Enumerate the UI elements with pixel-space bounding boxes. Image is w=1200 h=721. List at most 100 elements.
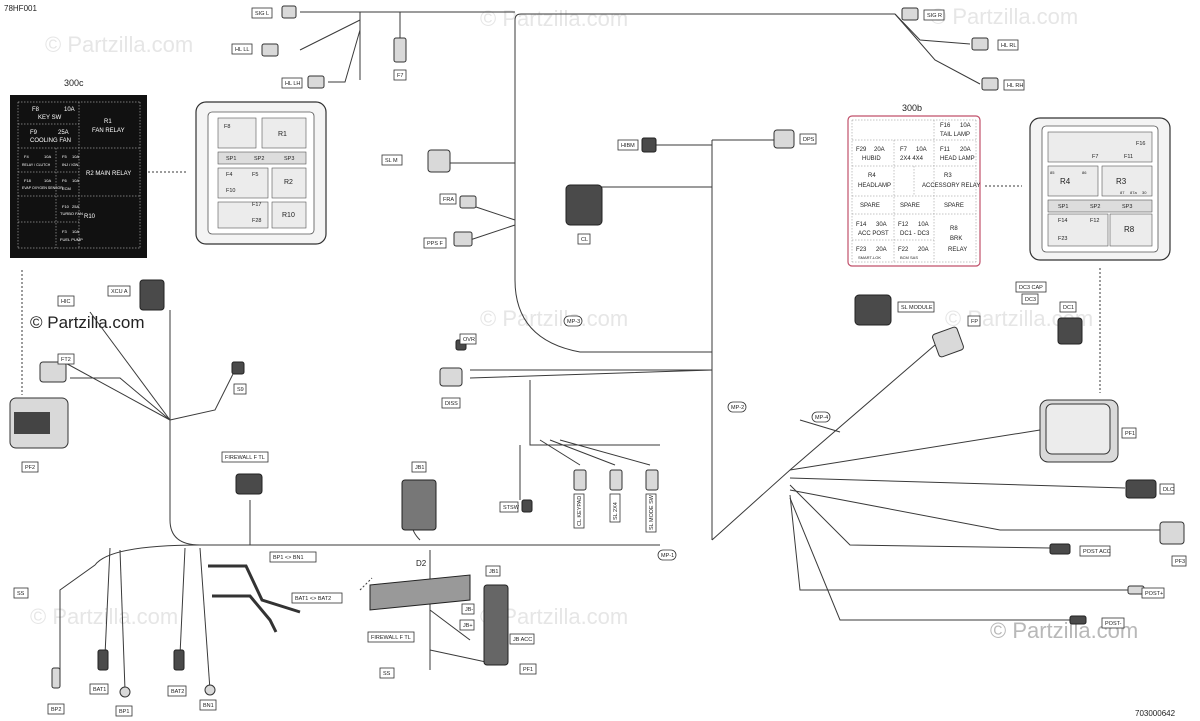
xcu-a-connector xyxy=(139,279,165,311)
svg-text:JB+: JB+ xyxy=(463,623,473,629)
tag-jb-plus: JB+ xyxy=(459,619,475,631)
tag-jb1: JB1 xyxy=(411,461,427,473)
sl-mode-sw-connector xyxy=(645,469,659,491)
svg-text:86: 86 xyxy=(1082,170,1087,175)
doc-id-top: 78HF001 xyxy=(4,4,37,13)
svg-text:SP1: SP1 xyxy=(1058,204,1068,210)
svg-text:87a: 87a xyxy=(1130,190,1137,195)
tag-mp2: MP-2 xyxy=(727,401,747,413)
tag-jb1-lower: JB1 xyxy=(485,565,501,577)
svg-text:CL KEYPAD: CL KEYPAD xyxy=(577,496,583,526)
svg-text:F3: F3 xyxy=(62,229,67,234)
tag-mp3: MP-3 xyxy=(563,315,583,327)
tag-mp1: MP-1 xyxy=(657,549,677,561)
hl-rh-connector xyxy=(981,77,999,91)
tag-pps-f: PPS F xyxy=(423,237,447,249)
svg-text:DISS: DISS xyxy=(445,401,458,407)
watermark-4: © Partzilla.com xyxy=(480,306,628,331)
svg-text:F16: F16 xyxy=(940,123,951,129)
svg-text:XCU A: XCU A xyxy=(111,289,128,295)
svg-text:MP-1: MP-1 xyxy=(661,553,674,559)
svg-text:HL RH: HL RH xyxy=(1007,83,1023,89)
svg-text:POST-: POST- xyxy=(1105,621,1122,627)
jb1-lower-block xyxy=(483,584,509,666)
bat1-terminal xyxy=(97,649,109,671)
svg-text:R10: R10 xyxy=(84,214,96,220)
svg-text:10A: 10A xyxy=(44,154,51,159)
svg-text:F16: F16 xyxy=(1136,141,1145,147)
svg-text:30A: 30A xyxy=(876,222,887,228)
post-plus-terminal xyxy=(1127,585,1145,595)
tag-bat1-bat2: BAT1 <> BAT2 xyxy=(291,592,343,604)
svg-text:BAT1 <> BAT2: BAT1 <> BAT2 xyxy=(295,596,331,602)
svg-text:F5: F5 xyxy=(62,154,67,159)
svg-text:R1: R1 xyxy=(104,119,112,125)
svg-text:HUBID: HUBID xyxy=(862,156,881,162)
tag-dc1: DC1 xyxy=(1059,301,1077,313)
svg-text:SPARE: SPARE xyxy=(900,203,920,209)
svg-text:SS: SS xyxy=(17,591,25,597)
svg-text:R3: R3 xyxy=(944,173,952,179)
svg-text:25A: 25A xyxy=(58,130,69,136)
battery-cable-2 xyxy=(212,594,278,633)
svg-text:POST ACC: POST ACC xyxy=(1083,549,1111,555)
tag-bat2: BAT2 xyxy=(167,685,187,697)
svg-text:SMART-LOK: SMART-LOK xyxy=(858,255,881,260)
jb1-block xyxy=(401,479,437,531)
tag-hl-lh: HL LH xyxy=(281,77,303,89)
svg-text:ECM: ECM xyxy=(62,186,71,191)
svg-text:PF2: PF2 xyxy=(25,465,35,471)
svg-text:S9: S9 xyxy=(237,387,244,393)
fuse-legend-300c: 300c F8 10A KEY SW F9 25A COOLING FAN R1… xyxy=(10,78,147,258)
tag-sl-module: SL MODULE xyxy=(897,301,935,313)
fuse-legend-300c-box xyxy=(10,95,147,258)
svg-text:F8: F8 xyxy=(32,107,40,113)
svg-text:BCM SAS: BCM SAS xyxy=(900,255,918,260)
tag-bp2: BP2 xyxy=(47,703,65,715)
svg-text:BAT1: BAT1 xyxy=(93,687,106,693)
svg-text:85: 85 xyxy=(1050,170,1055,175)
svg-text:10A: 10A xyxy=(918,222,929,228)
stsw-connector xyxy=(521,499,533,513)
svg-text:F9: F9 xyxy=(30,130,38,136)
svg-text:R3: R3 xyxy=(1116,177,1127,186)
svg-text:R8: R8 xyxy=(950,226,958,232)
svg-text:MP-4: MP-4 xyxy=(815,415,828,421)
svg-text:F8: F8 xyxy=(224,124,230,130)
sl-2x4-connector xyxy=(609,469,623,491)
svg-text:10A: 10A xyxy=(72,178,79,183)
svg-text:BP1 <> BN1: BP1 <> BN1 xyxy=(273,555,304,561)
svg-text:F12: F12 xyxy=(898,222,909,228)
tag-hl-rl: HL RL xyxy=(997,39,1019,51)
sl-module-connector xyxy=(854,294,892,326)
svg-text:R8: R8 xyxy=(1124,225,1135,234)
svg-text:BRK: BRK xyxy=(950,236,962,242)
svg-text:SP3: SP3 xyxy=(284,156,294,162)
cl-keypad-connector xyxy=(573,469,587,491)
hibm-connector xyxy=(641,137,657,153)
wire-top-trunk xyxy=(514,13,895,90)
dc1-connector xyxy=(1057,317,1083,345)
svg-text:DC3: DC3 xyxy=(1025,297,1036,303)
hl-ll-connector xyxy=(261,43,279,57)
tag-bp1: BP1 xyxy=(115,705,133,717)
svg-text:HEAD LAMP: HEAD LAMP xyxy=(940,156,975,162)
svg-text:SP3: SP3 xyxy=(1122,204,1132,210)
svg-text:SP1: SP1 xyxy=(226,156,236,162)
svg-text:FT2: FT2 xyxy=(61,357,71,363)
svg-text:COOLING FAN: COOLING FAN xyxy=(30,138,71,144)
tag-dlc: DLC xyxy=(1159,483,1175,495)
svg-text:HL LL: HL LL xyxy=(235,47,249,53)
connector-tags: SIG L HL LL HL LH F7 SIG R HL RL HL RH H… xyxy=(13,7,1187,717)
svg-text:RELAY / CLUTCH: RELAY / CLUTCH xyxy=(22,163,51,167)
svg-text:20A: 20A xyxy=(874,147,885,153)
svg-text:F12: F12 xyxy=(1090,218,1099,224)
svg-text:SPARE: SPARE xyxy=(944,203,964,209)
tag-pf1-lower: PF1 xyxy=(519,663,537,675)
tag-mp4: MP-4 xyxy=(811,411,831,423)
svg-text:SS: SS xyxy=(383,671,391,677)
svg-text:R10: R10 xyxy=(282,212,295,219)
tag-xcu-a: XCU A xyxy=(107,285,131,297)
svg-text:10A: 10A xyxy=(64,107,75,113)
svg-text:F11: F11 xyxy=(1124,154,1133,160)
